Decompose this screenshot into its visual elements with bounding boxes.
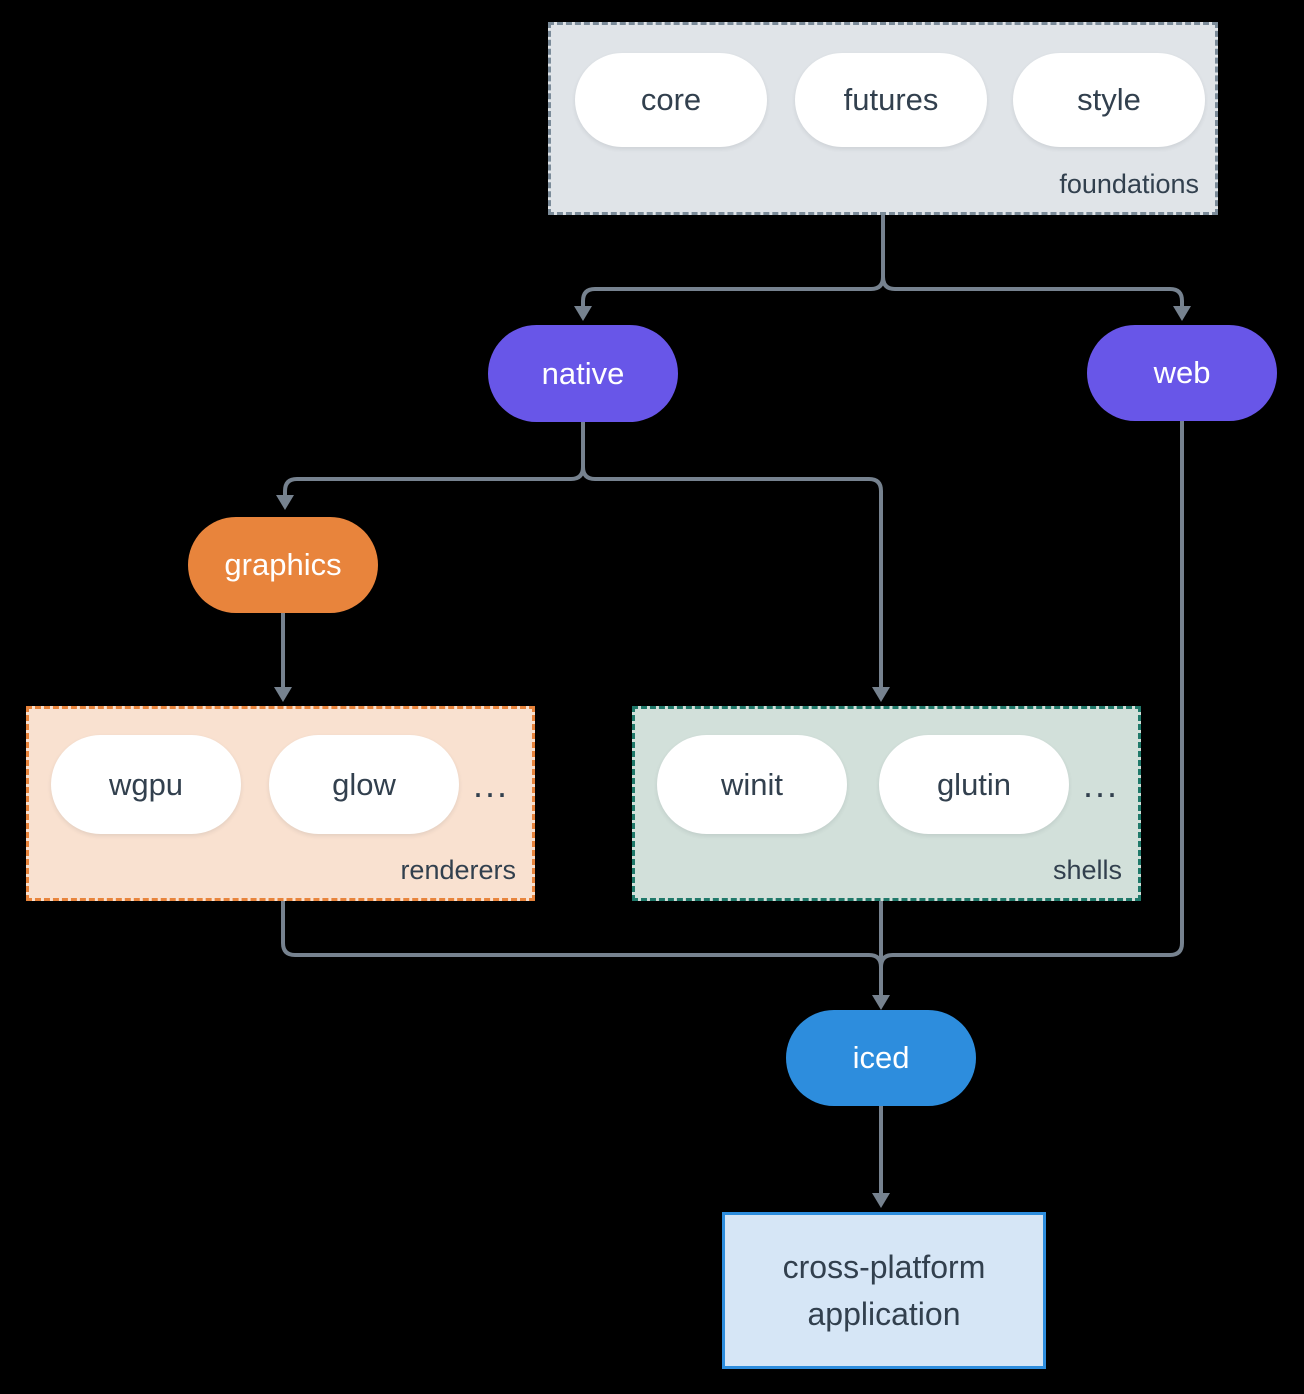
node-native: native xyxy=(488,325,678,422)
node-web: web xyxy=(1087,325,1277,421)
group-foundations: core futures style foundations xyxy=(548,22,1218,215)
group-renderers: wgpu glow ... renderers xyxy=(26,706,535,901)
connector-renderers-merge xyxy=(281,901,883,968)
app-label-line2: application xyxy=(807,1295,961,1332)
node-winit: winit xyxy=(657,735,847,834)
group-label-foundations: foundations xyxy=(1059,169,1199,199)
arrowhead-iced xyxy=(872,995,890,1010)
group-label-shells: shells xyxy=(1052,855,1122,885)
group-label-renderers: renderers xyxy=(400,855,516,885)
arrowhead-app xyxy=(872,1193,890,1208)
renderers-ellipsis: ... xyxy=(473,764,510,805)
group-shells: winit glutin ... shells xyxy=(632,706,1141,901)
node-style: style xyxy=(1013,53,1205,147)
node-wgpu: wgpu xyxy=(51,735,241,834)
app-label-line1: cross-platform xyxy=(782,1248,986,1285)
arrowhead-graphics xyxy=(276,495,294,510)
arrowhead-web xyxy=(1173,306,1191,321)
node-futures: futures xyxy=(795,53,987,147)
node-core: core xyxy=(575,53,767,147)
connector-foundations-web xyxy=(881,276,1184,306)
shells-ellipsis: ... xyxy=(1083,764,1120,805)
node-glow: glow xyxy=(269,735,459,834)
arrowhead-shells xyxy=(872,687,890,702)
connector-foundations-native xyxy=(581,215,885,306)
connector-native-graphics xyxy=(283,422,585,495)
arrowhead-native xyxy=(574,306,592,321)
node-glutin: glutin xyxy=(879,735,1069,834)
node-graphics: graphics xyxy=(188,517,378,613)
node-cross-platform-application: cross-platform application xyxy=(722,1212,1046,1369)
node-iced: iced xyxy=(786,1010,976,1106)
arrowhead-renderers xyxy=(274,687,292,702)
connector-native-shells xyxy=(581,466,883,687)
